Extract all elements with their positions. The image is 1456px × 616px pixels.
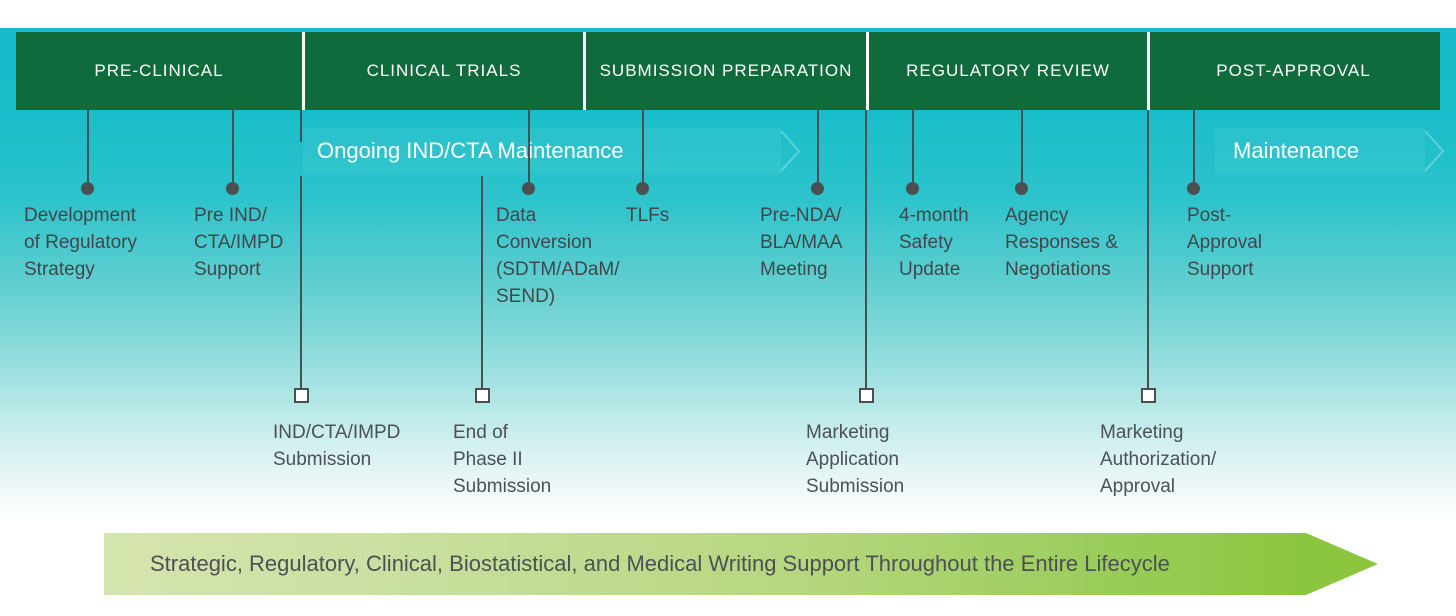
milestone-square-marker[interactable] xyxy=(859,388,874,403)
phase-label-clinical-trials: CLINICAL TRIALS xyxy=(366,60,522,80)
footer-banner-label: Strategic, Regulatory, Clinical, Biostat… xyxy=(150,551,1170,576)
milestone-square-marker[interactable] xyxy=(475,388,490,403)
band-background xyxy=(1215,128,1425,174)
milestone-dot-marker[interactable] xyxy=(1015,182,1028,195)
milestone-square-marker[interactable] xyxy=(294,388,309,403)
milestone-label-pre-ind-cta-impd-support: Pre IND/ CTA/IMPD Support xyxy=(194,205,284,280)
connector-line-square-1-upper xyxy=(300,110,302,142)
milestone-label-tlfs: TLFs xyxy=(626,205,670,226)
milestone-label-4-month-safety-update: 4-month Safety Update xyxy=(899,205,969,280)
phase-segment-regulatory-review[interactable]: REGULATORY REVIEW xyxy=(866,32,1147,110)
band-background xyxy=(303,128,781,174)
milestone-dot-marker[interactable] xyxy=(811,182,824,195)
teal-gradient-background xyxy=(0,28,1456,520)
connector-line-dot-1 xyxy=(87,110,89,188)
milestone-dot-marker[interactable] xyxy=(226,182,239,195)
connector-line-square-2 xyxy=(481,176,483,388)
connector-line-dot-7 xyxy=(1021,110,1023,188)
phase-label-pre-clinical: PRE-CLINICAL xyxy=(94,60,224,80)
connector-line-dot-6 xyxy=(912,110,914,188)
phase-segment-pre-clinical[interactable]: PRE-CLINICAL xyxy=(16,32,302,110)
milestone-label-agency-responses-negotiations: Agency Responses & Negotiations xyxy=(1005,205,1119,280)
connector-line-square-3 xyxy=(865,110,867,388)
connector-line-square-1-lower xyxy=(300,176,302,388)
connector-line-dot-2 xyxy=(232,110,234,188)
milestone-dot-marker[interactable] xyxy=(636,182,649,195)
milestone-label-data-conversion: Data Conversion (SDTM/ADaM/ SEND) xyxy=(496,205,620,307)
milestone-dot-marker[interactable] xyxy=(522,182,535,195)
milestone-dot-marker[interactable] xyxy=(81,182,94,195)
connector-line-square-4 xyxy=(1147,110,1149,388)
phase-segment-clinical-trials[interactable]: CLINICAL TRIALS xyxy=(302,32,583,110)
footer-support-banner: Strategic, Regulatory, Clinical, Biostat… xyxy=(104,533,1378,595)
phase-segment-submission-preparation[interactable]: SUBMISSION PREPARATION xyxy=(583,32,866,110)
milestone-label-post-approval-support: Post- Approval Support xyxy=(1187,205,1262,280)
phase-label-regulatory-review: REGULATORY REVIEW xyxy=(906,60,1110,80)
footer-banner-arrow-tip xyxy=(1306,533,1378,595)
chevron-right-icon xyxy=(1424,130,1445,172)
band-label-maintenance: Maintenance xyxy=(1233,138,1359,163)
milestone-label-marketing-application-submission: Marketing Application Submission xyxy=(806,422,905,497)
phase-label-submission-preparation: SUBMISSION PREPARATION xyxy=(599,60,853,80)
phase-label-post-approval: POST-APPROVAL xyxy=(1216,60,1371,80)
footer-banner-body: Strategic, Regulatory, Clinical, Biostat… xyxy=(104,533,1306,595)
phase-bar: PRE-CLINICAL CLINICAL TRIALS SUBMISSION … xyxy=(16,32,1440,110)
milestone-label-marketing-authorization-approval: Marketing Authorization/ Approval xyxy=(1100,422,1217,497)
band-maintenance: Maintenance xyxy=(1215,128,1445,174)
connector-line-dot-3 xyxy=(528,110,530,188)
connector-line-dot-8 xyxy=(1193,110,1195,188)
milestone-label-end-of-phase-ii-submission: End of Phase II Submission xyxy=(453,422,552,497)
band-ongoing-ind-cta-maintenance: Ongoing IND/CTA Maintenance xyxy=(303,128,801,174)
band-label-ongoing: Ongoing IND/CTA Maintenance xyxy=(317,138,624,163)
milestone-dot-marker[interactable] xyxy=(1187,182,1200,195)
chevron-right-icon xyxy=(780,130,801,172)
milestone-label-ind-cta-impd-submission: IND/CTA/IMPD Submission xyxy=(273,422,401,470)
milestone-dot-marker[interactable] xyxy=(906,182,919,195)
connector-line-dot-4 xyxy=(642,110,644,188)
milestone-label-development-of-regulatory-strategy: Development of Regulatory Strategy xyxy=(24,205,138,280)
connector-line-dot-5 xyxy=(817,110,819,188)
milestone-label-pre-nda-bla-maa-meeting: Pre-NDA/ BLA/MAA Meeting xyxy=(760,205,843,280)
milestone-square-marker[interactable] xyxy=(1141,388,1156,403)
phase-segment-post-approval[interactable]: POST-APPROVAL xyxy=(1147,32,1437,110)
